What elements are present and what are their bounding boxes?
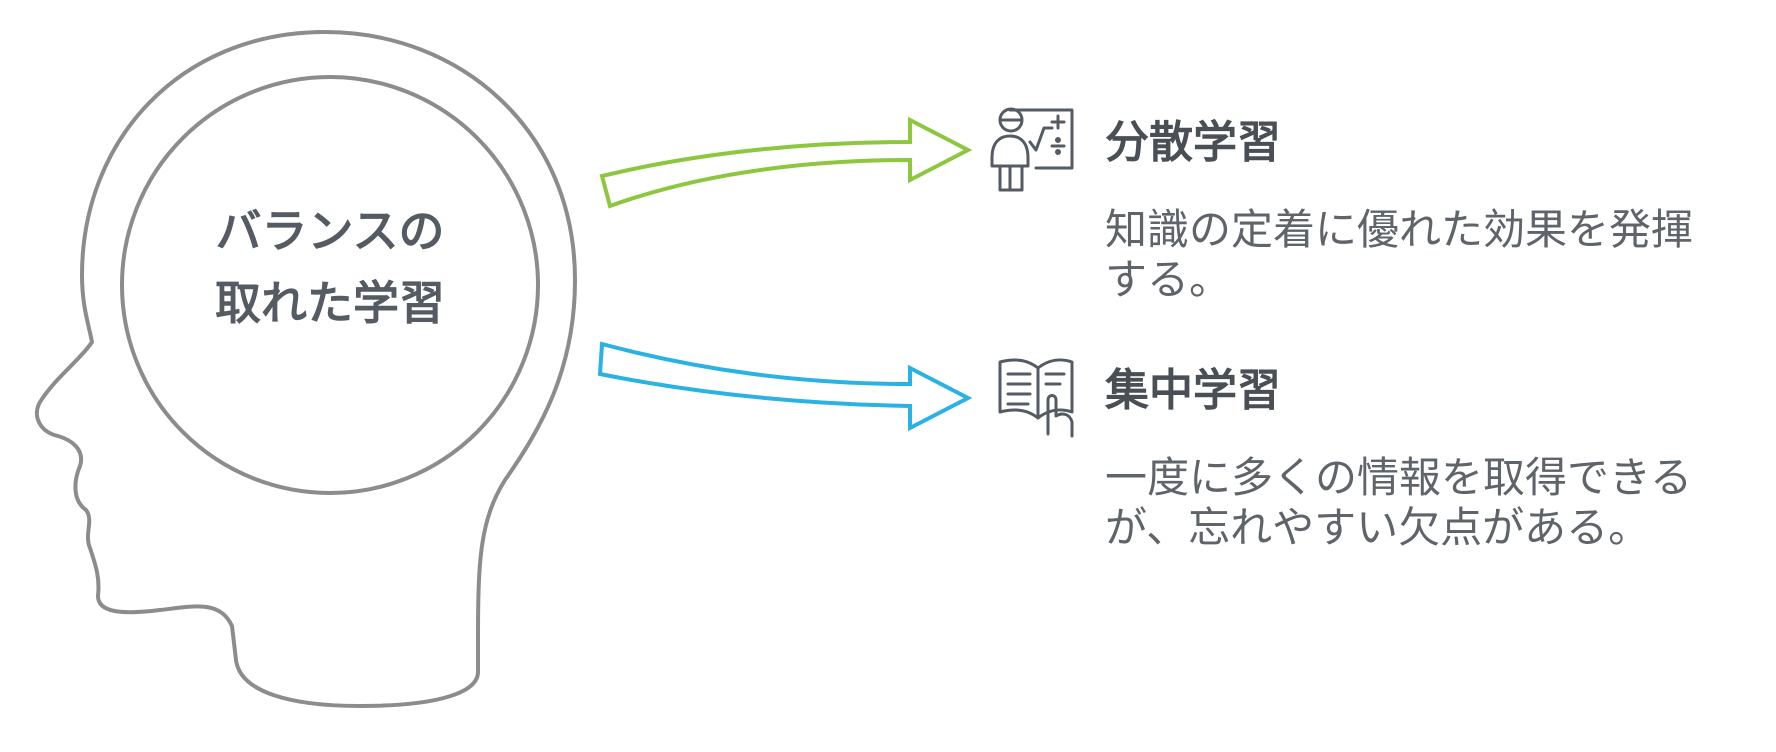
arrow-distributed bbox=[599, 116, 973, 209]
center-title-line-2: 取れた学習 bbox=[215, 276, 445, 330]
center-title-line-1: バランスの bbox=[215, 204, 445, 258]
distributed-learning-title: 分散学習 bbox=[1105, 117, 1281, 168]
center-circle bbox=[120, 75, 540, 495]
teacher-math-board-icon bbox=[990, 107, 1074, 192]
center-title: バランスの 取れた学習 bbox=[120, 195, 540, 339]
massed-learning-title: 集中学習 bbox=[1105, 365, 1281, 416]
arrow-massed bbox=[597, 341, 973, 432]
head-outline bbox=[34, 30, 577, 708]
open-book-hand-icon bbox=[998, 358, 1074, 438]
distributed-learning-description: 知識の定着に優れた効果を発揮する。 bbox=[1105, 205, 1694, 304]
massed-learning-description: 一度に多くの情報を取得できるが、忘れやすい欠点がある。 bbox=[1105, 453, 1693, 552]
